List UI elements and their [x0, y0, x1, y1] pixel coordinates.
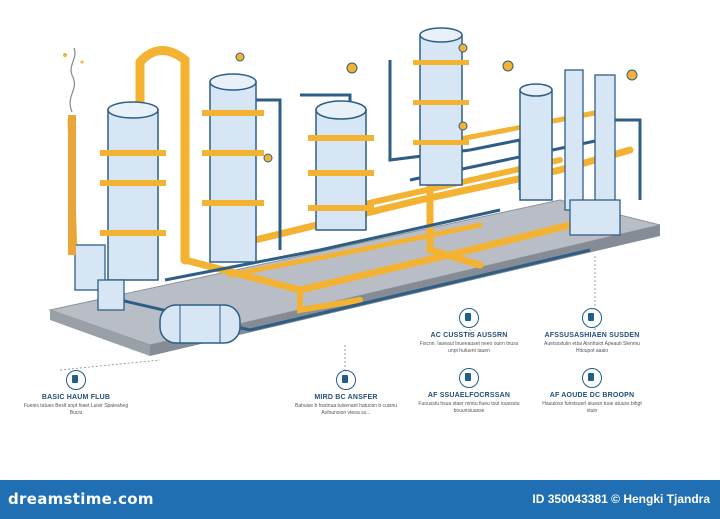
callout-title: AF AOUDE DC BROOPN: [549, 392, 635, 399]
callout-4: AFSSUSASHIAEN SUSDEN Auetssstuiin ettai …: [538, 308, 646, 355]
callout-2: MIRD BC ANSFER Bahuise b hsstnua tuisena…: [292, 370, 400, 417]
callout-text: Fuousstu hsua staer mmtu fiueu tout iouo…: [418, 401, 520, 414]
callout-1: BASIC HAUM FLUB Fuenis tatues Beslt sopt…: [22, 370, 130, 417]
column-center: [308, 100, 374, 231]
callout-text: Hauuioss fuirstsuerl aiuesn tuue atuuss …: [542, 401, 642, 414]
callout-6: AF AOUDE DC BROOPN Hauuioss fuirstsuerl …: [538, 368, 646, 415]
callout-title: AC CUSSTIS AUSSRN: [430, 332, 508, 339]
footer-bar: dreamstime.com ID 350043381 © Hengki Tja…: [0, 480, 720, 519]
callout-text: Bahuise b hsstnua tuisenant hatuosn b cu…: [294, 403, 398, 416]
image-credit: ID 350043381 © Hengki Tjandra: [532, 492, 710, 506]
callout-5: AF SSUAELFOCRSSAN Fuousstu hsua staer mm…: [415, 368, 523, 415]
callout-text: Auetssstuiin ettai Aisnhuiot Apeauti Sle…: [544, 341, 640, 354]
callout-title: AFSSUSASHIAEN SUSDEN: [544, 332, 640, 339]
gear-icon: [336, 370, 356, 390]
tank-icon: [582, 308, 602, 328]
callout-title: AF SSUAELFOCRSSAN: [427, 392, 511, 399]
column-right-tall: [413, 27, 469, 186]
callout-text: Fuenis tatues Beslt sopt hiaet Luisir Sp…: [23, 403, 129, 416]
column-tall: [202, 73, 264, 263]
gauges: [235, 43, 638, 163]
callout-text: Fiscnn. Iaoeaul Inueeauset neeo ouirn tn…: [419, 341, 519, 354]
callout-3: AC CUSSTIS AUSSRN Fiscnn. Iaoeaul Inueea…: [415, 308, 523, 355]
column-far-right: [519, 69, 616, 216]
callout-title: MIRD BC ANSFER: [314, 394, 378, 401]
settings-icon: [582, 368, 602, 388]
brand-logo[interactable]: dreamstime.com: [8, 490, 154, 508]
callout-title: BASIC HAUM FLUB: [41, 394, 111, 401]
refinery-illustration: [48, 27, 661, 375]
small-vessels: [74, 199, 621, 311]
document-icon: [459, 368, 479, 388]
horizontal-tank: [159, 304, 241, 344]
flare-stack: [63, 47, 84, 255]
tower-icon: [459, 308, 479, 328]
person-icon: [66, 370, 86, 390]
column-left: [100, 101, 166, 281]
